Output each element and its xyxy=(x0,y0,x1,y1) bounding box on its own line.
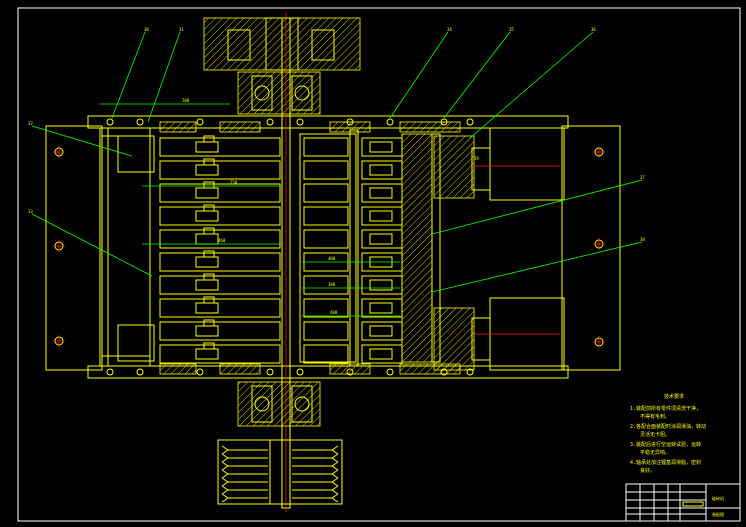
left-hammer-set xyxy=(159,135,281,364)
note-line-2b: 灵活无卡阻。 xyxy=(640,431,670,438)
dim-label-1: 200 xyxy=(182,98,190,103)
leader-label-8: 37 xyxy=(640,175,645,180)
right-motor-boxes xyxy=(433,127,565,371)
leader-label-6: 35 xyxy=(509,27,514,32)
note-line-1b: 不得有毛刺。 xyxy=(640,413,670,420)
bottom-bearing-housing xyxy=(237,381,321,427)
leader-label-5: 34 xyxy=(447,27,452,32)
leader-label-9: 38 xyxy=(640,237,645,242)
leader-label-2: 31 xyxy=(179,27,184,32)
main-shaft xyxy=(281,12,441,512)
note-line-3b: 平稳无异响。 xyxy=(640,449,670,456)
dim-label-5: 380 xyxy=(328,282,336,287)
leader-label-7: 36 xyxy=(591,27,596,32)
note-line-2: 2.各配合面装配时涂润滑油，转动 xyxy=(630,423,706,430)
leader-lines xyxy=(31,31,643,317)
note-line-1: 1.装配前所有零件须清洗干净， xyxy=(630,405,701,412)
leader-label-3: 32 xyxy=(28,121,33,126)
leader-labels: 30 31 32 33 34 35 36 37 38 39 200 250 46… xyxy=(28,27,645,315)
note-line-4: 4.轴承处加注锂基润滑脂，密封 xyxy=(630,459,701,466)
title-block-number: 装配图 xyxy=(712,511,724,517)
note-line-4b: 良好。 xyxy=(640,467,655,474)
leader-label-1: 30 xyxy=(144,27,149,32)
leader-label-4: 33 xyxy=(28,209,33,214)
notes-title: 技术要求 xyxy=(664,393,684,400)
technical-notes: 技术要求 1.装配前所有零件须清洗干净， 不得有毛刺。 2.各配合面装配时涂润滑… xyxy=(630,393,706,474)
bolt-holes xyxy=(53,146,605,348)
drawing-frame xyxy=(17,7,741,522)
bottom-pulley xyxy=(217,439,343,505)
flange-bolts xyxy=(106,118,474,376)
dim-label-3: 460 xyxy=(218,238,226,243)
machine-body xyxy=(45,115,621,379)
dim-label-6: 480 xyxy=(330,310,338,315)
leader-label-10: 39 xyxy=(474,156,479,161)
note-line-3: 3.装配后进行空运转试验，运转 xyxy=(630,441,701,448)
dim-label-2: 250 xyxy=(230,180,238,185)
dim-label-4: 400 xyxy=(328,256,336,261)
top-bearing-housing xyxy=(237,71,321,115)
title-block: 破碎机 装配图 xyxy=(625,483,741,522)
right-grate xyxy=(303,137,403,364)
title-block-name: 破碎机 xyxy=(712,495,724,501)
